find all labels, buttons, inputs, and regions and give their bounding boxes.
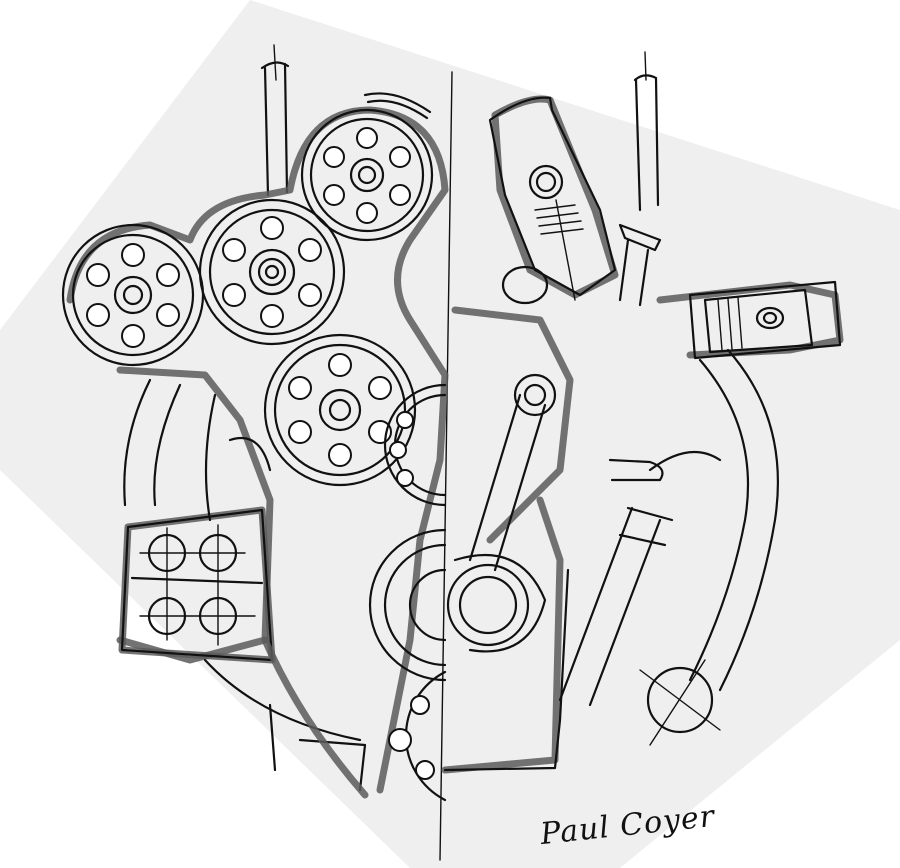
connecting-rod	[451, 306, 574, 572]
left-tubing	[123, 378, 272, 522]
timing-gear-top	[300, 92, 434, 242]
vertical-pipe-right	[633, 51, 660, 212]
horizontal-piston	[656, 280, 844, 360]
crankcase-outline	[441, 496, 564, 774]
crankshaft	[446, 553, 547, 653]
timing-gear-lower	[263, 333, 417, 487]
lower-mount-details	[203, 636, 369, 799]
intake-pipe	[558, 450, 722, 707]
bottom-gear	[388, 670, 447, 802]
section-divider	[439, 71, 453, 861]
flywheel-gear	[368, 528, 447, 682]
crank-gear	[383, 383, 447, 507]
cylinder-head-valve	[488, 95, 619, 305]
spark-plug	[618, 223, 662, 307]
timing-gear-left	[61, 223, 205, 367]
exhaust-pipe	[639, 348, 779, 746]
vertical-pipe-left	[260, 44, 290, 197]
timing-gear-center	[198, 198, 346, 346]
